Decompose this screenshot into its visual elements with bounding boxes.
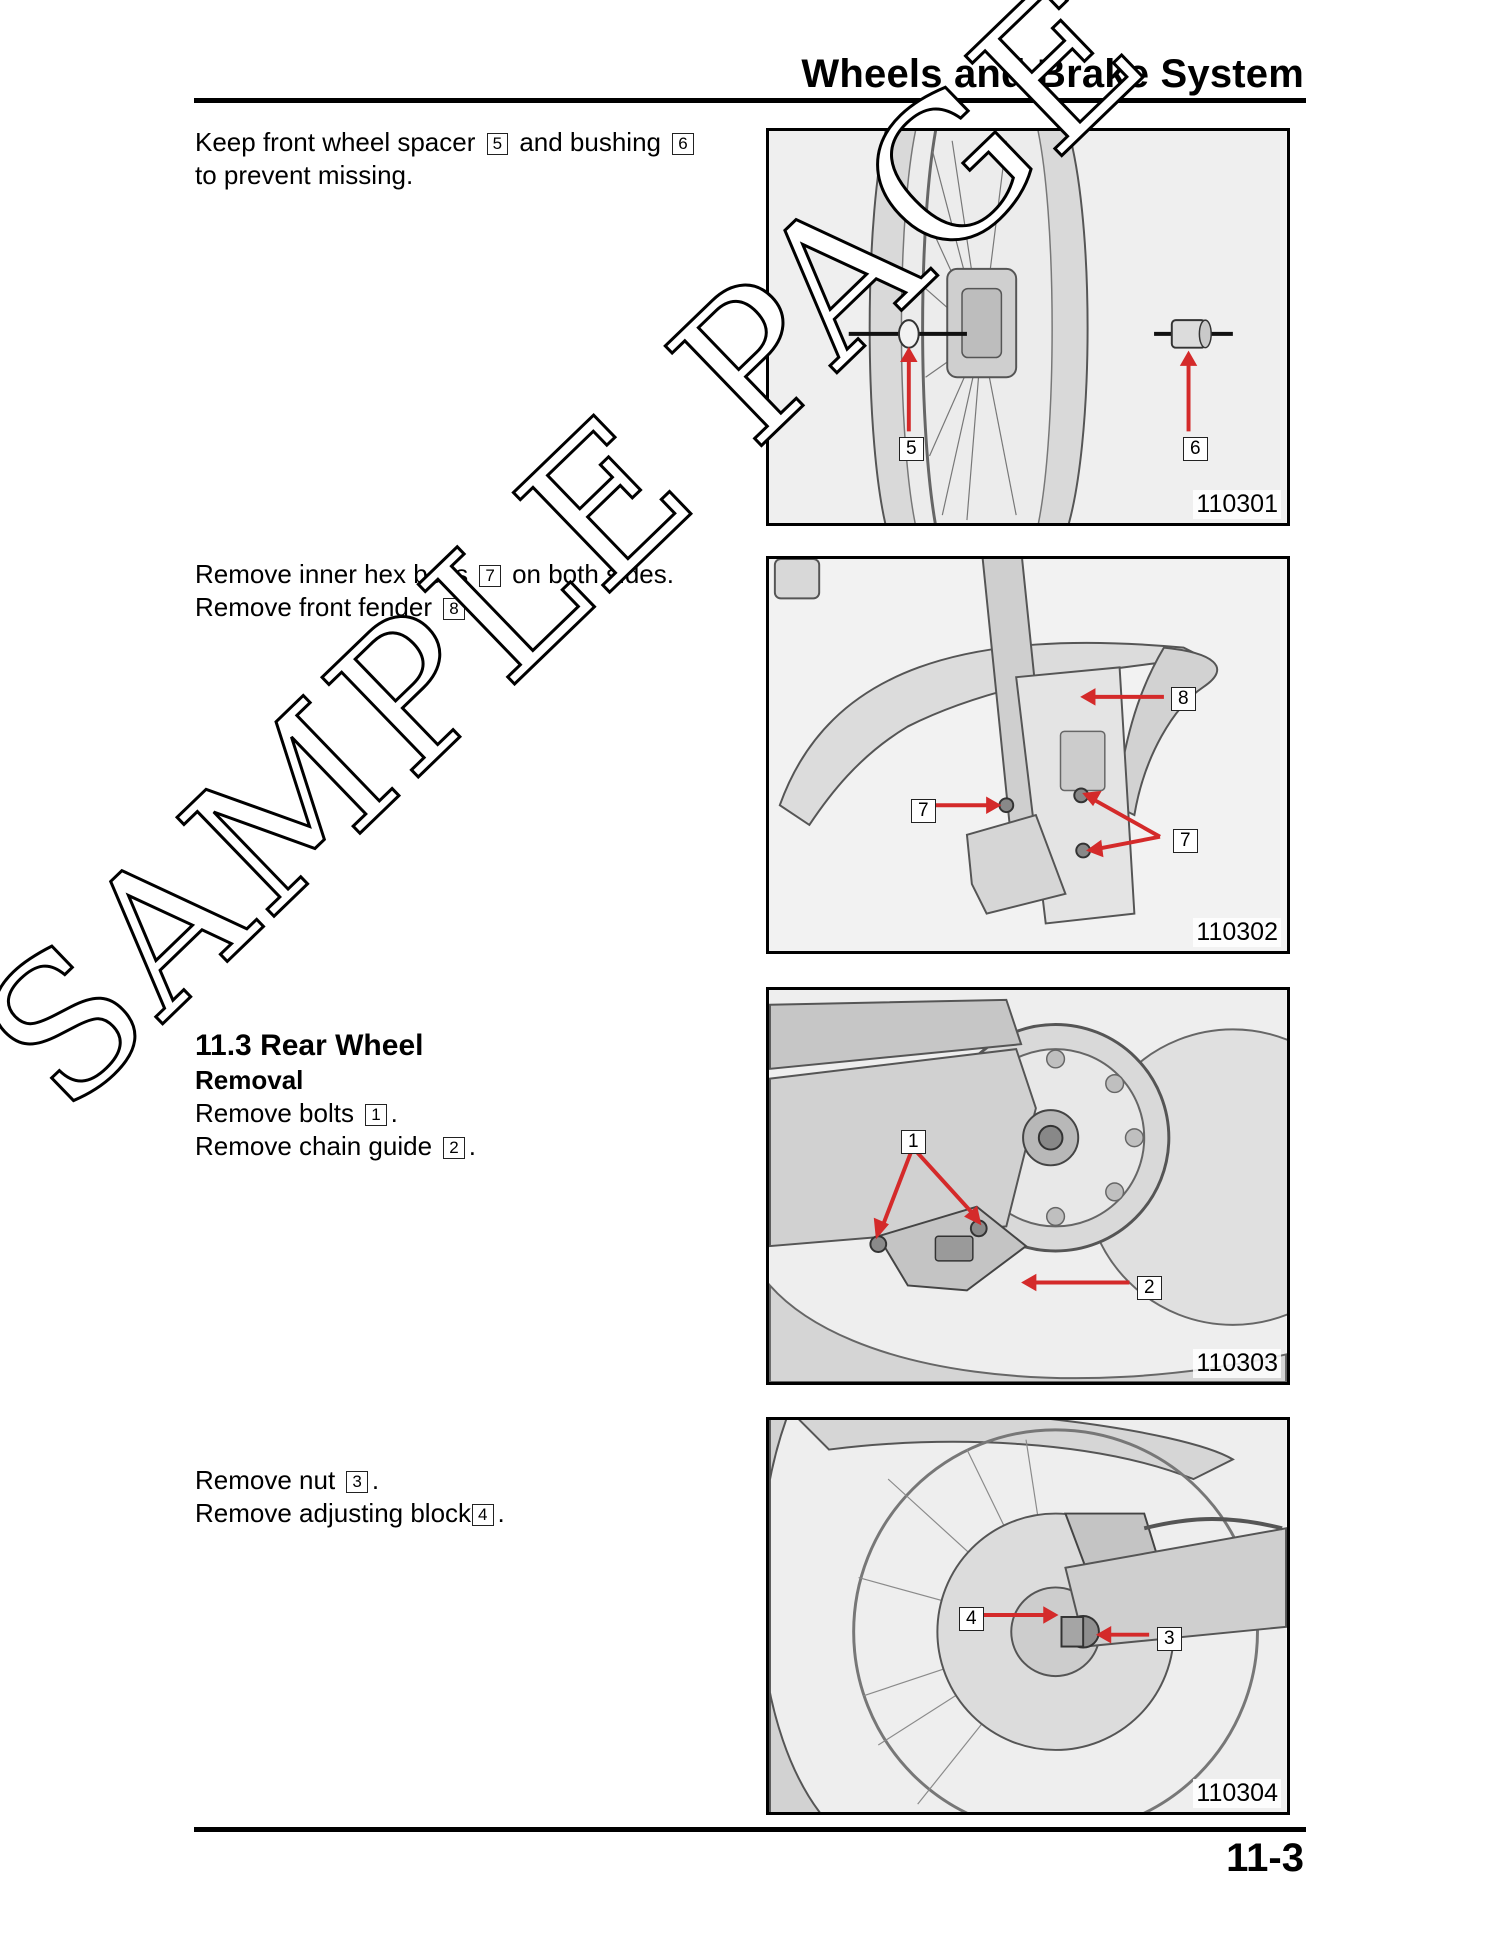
key-box: 5 (486, 133, 509, 155)
instruction-text: Remove adjusting block (195, 1498, 472, 1528)
instruction-text: Remove chain guide (195, 1131, 433, 1161)
subsection-heading: Removal (195, 1065, 304, 1095)
front-wheel-illustration (769, 131, 1287, 523)
instruction-text: . (497, 1498, 505, 1528)
key-box: 8 (443, 598, 465, 620)
front-fender-illustration (769, 559, 1287, 951)
figure-rear-axle-nut: 4 3 110304 (766, 1417, 1290, 1815)
figure-number: 110301 (1193, 490, 1281, 519)
callout-label: 6 (1183, 437, 1208, 461)
figure-number: 110303 (1193, 1349, 1281, 1378)
callout-label: 7 (911, 799, 936, 823)
callout-label: 3 (1157, 1627, 1182, 1651)
figure-number: 110304 (1193, 1779, 1281, 1808)
figure-front-fender: 8 7 7 110302 (766, 556, 1290, 954)
chain-guide-illustration (769, 990, 1287, 1382)
instruction-hex-bolts-fender: Remove inner hex bolts 7 on both sides. … (195, 558, 674, 624)
instruction-text: Remove nut (195, 1465, 336, 1495)
instruction-text: . (468, 1131, 476, 1161)
callout-label: 4 (959, 1607, 984, 1631)
footer-rule (194, 1827, 1306, 1832)
header-rule (194, 98, 1306, 103)
instruction-text: Remove bolts (195, 1098, 354, 1128)
figure-front-wheel-spacer: 5 6 110301 (766, 128, 1290, 526)
key-box: 7 (479, 565, 501, 587)
figure-chain-guide: 1 2 110303 (766, 987, 1290, 1385)
callout-label: 2 (1137, 1276, 1162, 1300)
callout-label: 1 (901, 1130, 926, 1154)
section-rear-wheel: 11.3 Rear Wheel Removal Remove bolts 1. … (195, 1028, 476, 1163)
page-header-title: Wheels and Brake System (801, 52, 1304, 96)
key-box: 4 (472, 1504, 494, 1526)
callout-label: 5 (899, 437, 924, 461)
key-box: 3 (346, 1471, 368, 1493)
callout-label: 7 (1173, 829, 1198, 853)
instruction-text: to prevent missing. (195, 160, 414, 190)
figure-number: 110302 (1193, 918, 1281, 947)
instruction-text: Keep front wheel spacer (195, 127, 476, 157)
callout-label: 8 (1171, 687, 1196, 711)
instruction-text: on both sides. (512, 559, 674, 589)
instruction-spacer-bushing: Keep front wheel spacer 5 and bushing 6 … (195, 126, 698, 192)
key-box: 1 (365, 1104, 387, 1126)
instruction-text: . (468, 592, 476, 622)
rear-axle-illustration (769, 1420, 1287, 1812)
instruction-text: and bushing (519, 127, 662, 157)
instruction-text: . (371, 1465, 380, 1495)
page-number: 11-3 (1226, 1836, 1304, 1880)
key-box: 6 (672, 133, 694, 155)
instruction-text: Remove front fender (195, 592, 433, 622)
instruction-text: Remove inner hex bolts (195, 559, 469, 589)
instruction-text: . (390, 1098, 398, 1128)
section-heading: 11.3 Rear Wheel (195, 1029, 424, 1062)
key-box: 2 (443, 1137, 465, 1159)
